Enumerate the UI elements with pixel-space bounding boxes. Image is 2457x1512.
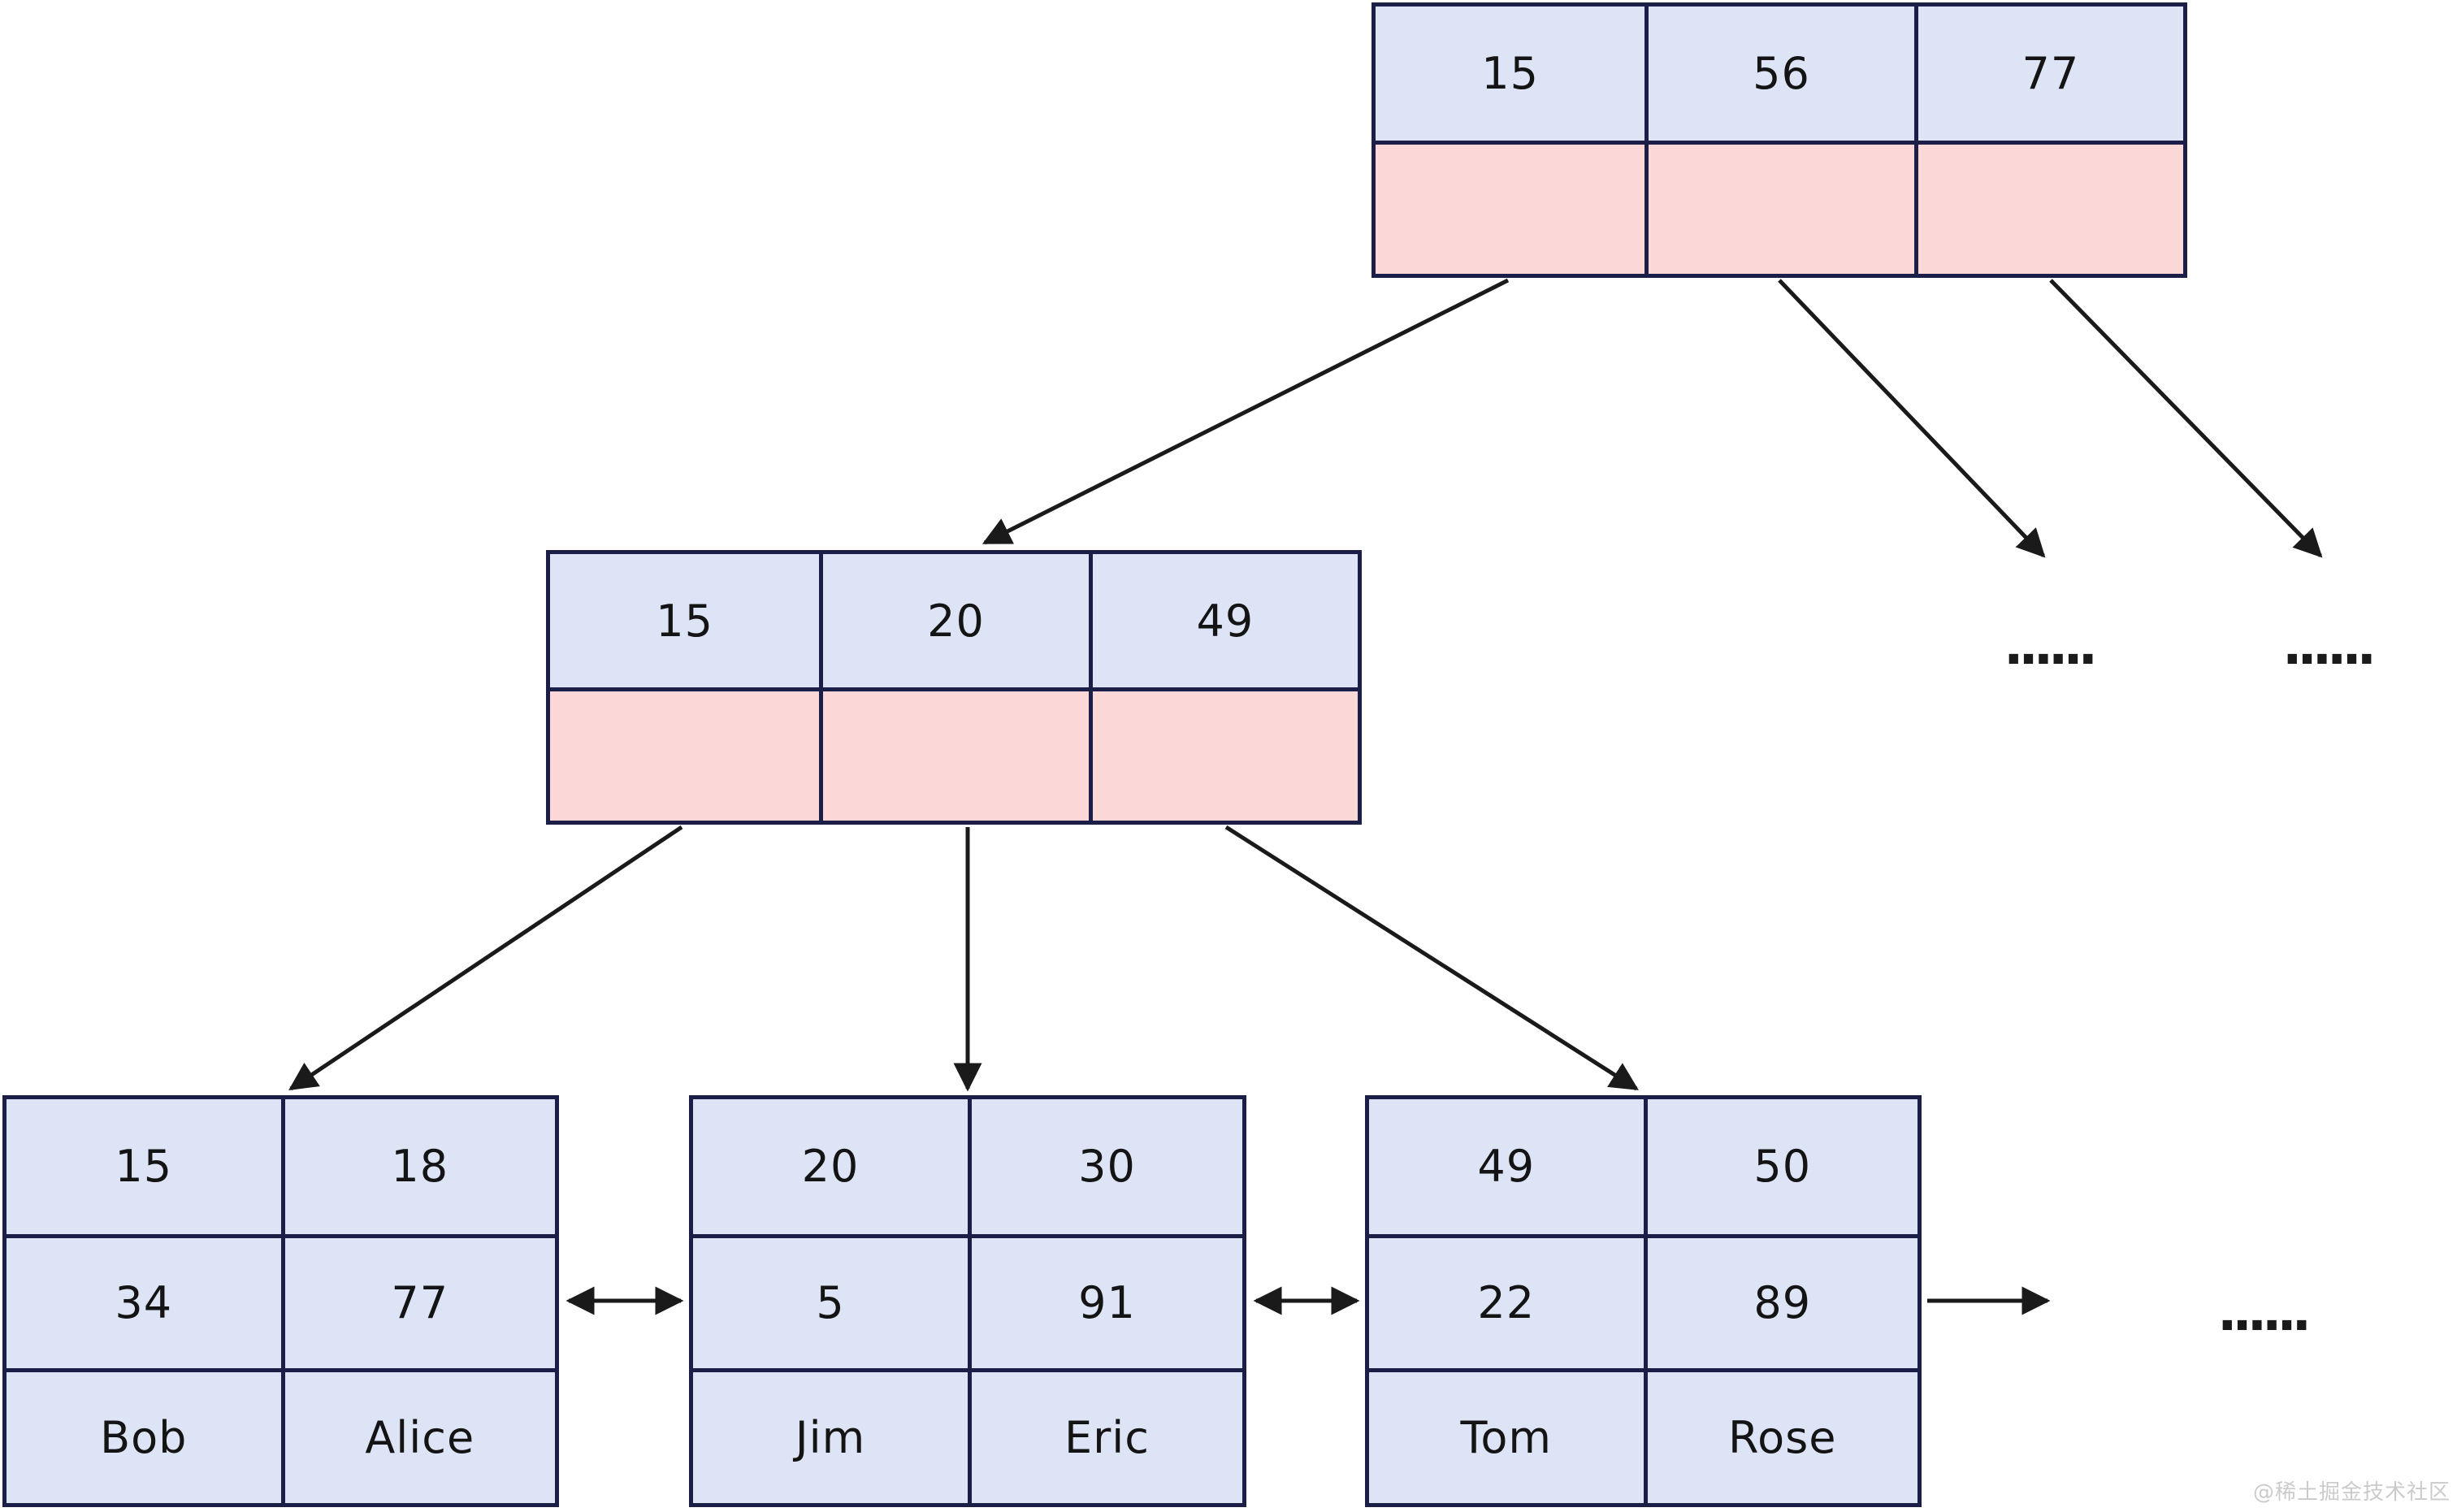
arrow-root-to-internal — [982, 278, 1510, 545]
leaf3-key-cell: 49 — [1369, 1099, 1644, 1234]
arrow-root-to-more-2 — [2049, 279, 2323, 558]
leaf-node-2: 20 30 5 91 Jim Eric — [689, 1095, 1246, 1507]
arrow-root-to-more-1 — [1778, 279, 2046, 558]
internal-node: 15 20 49 — [546, 550, 1362, 825]
leaf1-key-cell: 18 — [280, 1099, 555, 1234]
root-node: 15 56 77 — [1372, 2, 2187, 278]
internal-pointer-cell — [1088, 687, 1358, 821]
arrow-internal-to-leaf1 — [288, 825, 683, 1091]
leaf3-key-cell: 50 — [1643, 1099, 1918, 1234]
root-key-cell: 77 — [1913, 6, 2183, 141]
leaf2-value-cell: Eric — [968, 1368, 1242, 1503]
arrow-internal-to-leaf3 — [1224, 825, 1639, 1091]
root-key-cell: 56 — [1644, 6, 1914, 141]
ellipsis-subtree-1: ...... — [2004, 617, 2098, 677]
leaf3-value-cell: 22 — [1369, 1233, 1644, 1369]
leaf1-value-cell: Alice — [280, 1368, 555, 1503]
root-pointer-cell — [1376, 140, 1645, 274]
leaf1-value-cell: 77 — [280, 1233, 555, 1369]
root-pointer-cell — [1913, 140, 2183, 274]
leaf2-key-cell: 20 — [693, 1099, 968, 1234]
watermark: @稀土掘金技术社区 — [2252, 1480, 2450, 1505]
leaf2-value-cell: 91 — [968, 1233, 1242, 1369]
leaf3-value-cell: 89 — [1643, 1233, 1918, 1369]
ellipsis-subtree-2: ...... — [2282, 617, 2377, 677]
leaf1-value-cell: 34 — [6, 1233, 281, 1369]
leaf3-value-cell: Rose — [1643, 1368, 1918, 1503]
leaf-node-1: 15 18 34 77 Bob Alice — [2, 1095, 559, 1507]
leaf1-value-cell: Bob — [6, 1368, 281, 1503]
root-pointer-cell — [1644, 140, 1914, 274]
internal-pointer-cell — [819, 687, 1089, 821]
internal-pointer-cell — [550, 687, 820, 821]
internal-key-cell: 49 — [1088, 554, 1358, 687]
leaf2-key-cell: 30 — [968, 1099, 1242, 1234]
root-key-cell: 15 — [1376, 6, 1645, 141]
leaf2-value-cell: Jim — [693, 1368, 968, 1503]
internal-key-cell: 15 — [550, 554, 820, 687]
leaf2-value-cell: 5 — [693, 1233, 968, 1369]
leaf1-key-cell: 15 — [6, 1099, 281, 1234]
leaf-node-3: 49 50 22 89 Tom Rose — [1365, 1095, 1922, 1507]
leaf3-value-cell: Tom — [1369, 1368, 1644, 1503]
ellipsis-leaf-chain: ...... — [2217, 1283, 2312, 1343]
internal-key-cell: 20 — [819, 554, 1089, 687]
